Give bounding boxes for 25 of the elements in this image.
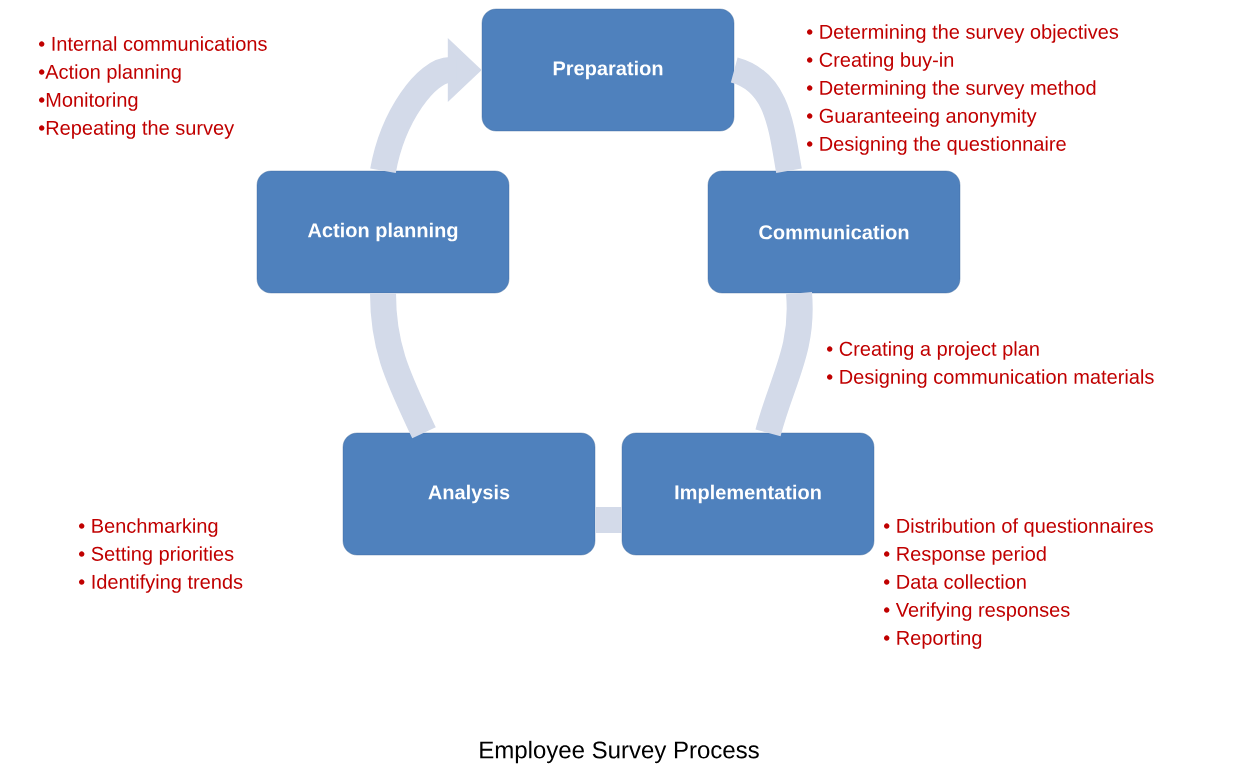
bullet-list: • Internal communications •Action planning •Monitoring •Repeating the survey (39, 36, 267, 139)
node-label: •Monitoring (38, 92, 138, 111)
bullet-list: • Distribution of questionnaires • Response period • Data collection • Verifying responses • Reporting (884, 518, 1153, 649)
node-label: • Response period (884, 546, 1046, 565)
node-label: • Distribution of questionnaires (884, 518, 1153, 537)
node-label: •Repeating the survey (38, 120, 235, 139)
process-box: Implementation (621, 432, 875, 556)
bullet-list: • Creating a project plan • Designing communication materials (827, 341, 1154, 388)
caption: Employee Survey Process (480, 740, 759, 764)
process-box: Preparation (481, 8, 735, 132)
node-label: • Guaranteeing anonymity (807, 108, 1037, 127)
process-box: Analysis (342, 432, 596, 556)
node-label: • Verifying responses (884, 602, 1070, 621)
bullet-list: • Determining the survey objectives • Creating buy-in • Determining the survey method • Guaranteeing anonymity • Designing the questionnaire (807, 24, 1119, 155)
node-label: • Determining the survey objectives (807, 24, 1119, 43)
node-label: • Designing the questionnaire (807, 136, 1066, 155)
node-label: •Action planning (38, 64, 181, 83)
node-label: • Internal communications (38, 36, 267, 51)
node-label: • Determining the survey method (807, 80, 1096, 99)
process-box: Action planning (256, 170, 510, 294)
node-label: • Reporting (884, 630, 982, 649)
node-label: • Creating buy-in (807, 52, 954, 71)
bullet-list: • Benchmarking • Setting priorities • Identifying trends (79, 518, 243, 593)
process-box: Communication (707, 170, 961, 294)
node-label: • Data collection (884, 574, 1026, 589)
